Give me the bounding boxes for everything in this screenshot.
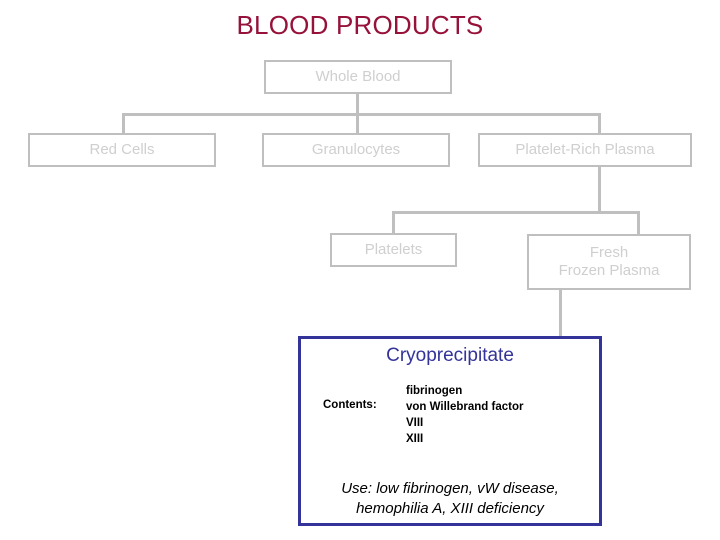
connector-platelet-rich-plasma-down [598, 167, 601, 214]
cryoprecipitate-use-line1: Use: low fibrinogen, vW disease, [341, 480, 559, 497]
connector-fresh-frozen-plasma-down [559, 290, 562, 337]
node-fresh-frozen-plasma[interactable]: Fresh Frozen Plasma [527, 234, 691, 290]
cryoprecipitate-title: Cryoprecipitate [386, 345, 514, 366]
cryoprecipitate-use: Use: low fibrinogen, vW disease, hemophi… [309, 479, 591, 518]
node-granulocytes[interactable]: Granulocytes [262, 133, 450, 167]
connector-level2-horizontal-bar [392, 211, 640, 214]
node-platelet-rich-plasma[interactable]: Platelet-Rich Plasma [478, 133, 692, 167]
contents-label: Contents: [323, 399, 377, 411]
node-red-cells[interactable]: Red Cells [28, 133, 216, 167]
node-platelet-rich-plasma-label: Platelet-Rich Plasma [515, 140, 655, 158]
list-item: XIII [406, 432, 424, 445]
node-whole-blood-label: Whole Blood [315, 67, 401, 85]
node-red-cells-label: Red Cells [89, 140, 155, 158]
connector-drop-platelets [392, 211, 395, 233]
node-fresh-frozen-plasma-label-line1: Fresh [589, 243, 629, 261]
cryoprecipitate-panel[interactable]: Cryoprecipitate Contents: fibrinogen von… [298, 336, 602, 526]
cryoprecipitate-use-line2: hemophilia A, XIII deficiency [356, 499, 544, 517]
connector-drop-platelet-rich-plasma [598, 113, 601, 133]
page-title: BLOOD PRODUCTS [236, 10, 484, 40]
node-platelets[interactable]: Platelets [330, 233, 457, 267]
node-whole-blood[interactable]: Whole Blood [264, 60, 452, 94]
connector-drop-granulocytes [356, 113, 359, 133]
node-granulocytes-label: Granulocytes [311, 140, 401, 158]
list-item: von Willebrand factor [406, 400, 524, 413]
connector-level1-horizontal-bar [122, 113, 601, 116]
cryoprecipitate-contents: Contents: fibrinogen von Willebrand fact… [301, 384, 599, 447]
list-item: fibrinogen [406, 385, 463, 397]
connector-drop-red-cells [122, 113, 125, 133]
connector-drop-fresh-frozen-plasma [637, 211, 640, 234]
list-item: VIII [406, 416, 424, 429]
node-platelets-label: Platelets [364, 240, 423, 258]
node-fresh-frozen-plasma-label-line2: Frozen Plasma [558, 262, 660, 279]
contents-list: fibrinogen von Willebrand factor VIII XI… [406, 384, 523, 447]
connector-whole-blood-down [356, 94, 359, 114]
